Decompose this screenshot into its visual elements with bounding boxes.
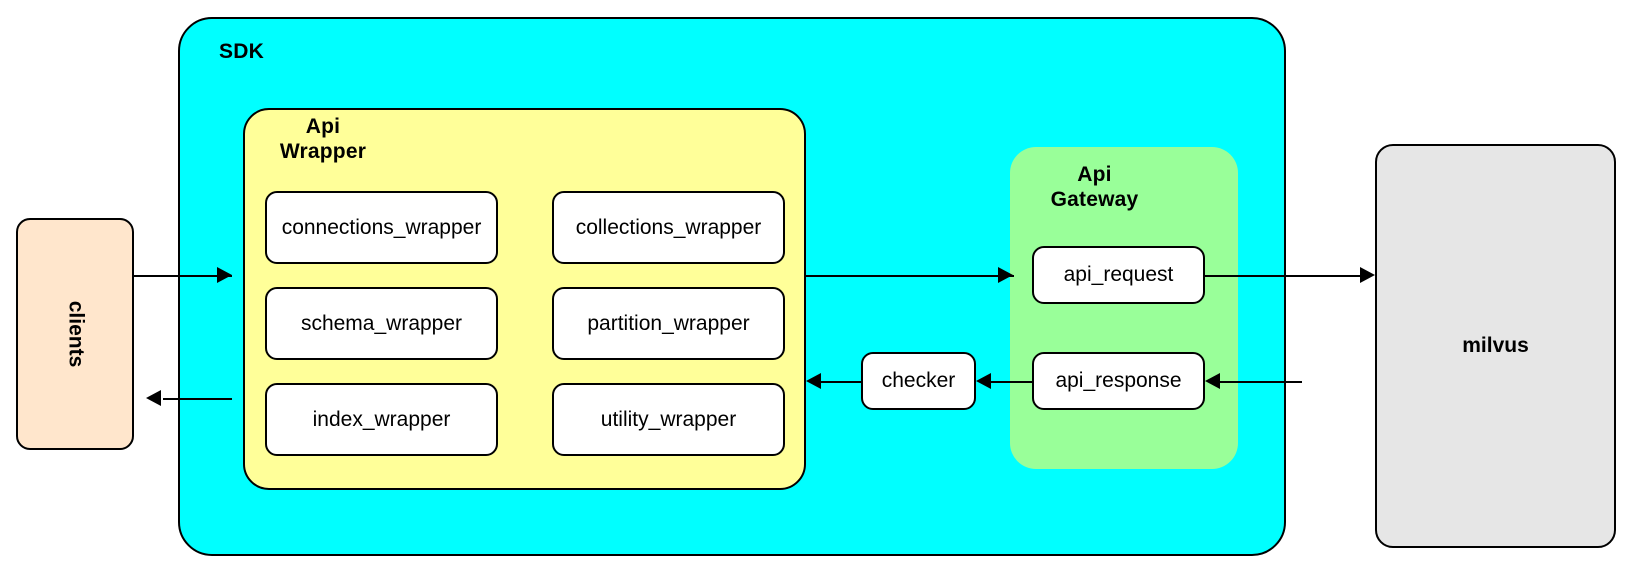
module-collections-wrapper[interactable]: collections_wrapper	[552, 191, 785, 264]
module-connections-wrapper[interactable]: connections_wrapper	[265, 191, 498, 264]
arrow-clients-to-sdk-head	[217, 267, 232, 283]
clients-label: clients	[64, 300, 87, 368]
module-label: index_wrapper	[312, 407, 451, 431]
module-index-wrapper[interactable]: index_wrapper	[265, 383, 498, 456]
arrow-request-to-milvus-head	[1360, 267, 1375, 283]
module-label: connections_wrapper	[281, 215, 482, 239]
milvus-label: milvus	[1462, 334, 1529, 357]
api-gateway-container	[1010, 147, 1238, 469]
api-gateway-label: Api Gateway	[1050, 163, 1139, 211]
arrow-wrapper-to-request-head	[998, 267, 1013, 283]
module-partition-wrapper[interactable]: partition_wrapper	[552, 287, 785, 360]
arrow-request-to-milvus-line	[1205, 275, 1371, 277]
arrow-sdk-to-clients-head	[146, 390, 161, 406]
node-label: checker	[881, 369, 956, 392]
node-checker[interactable]: checker	[861, 352, 976, 410]
module-label: partition_wrapper	[587, 311, 750, 335]
api-wrapper-label: Api Wrapper	[279, 115, 367, 163]
arrow-sdk-to-clients-line	[163, 398, 232, 400]
arrow-clients-to-sdk-line	[134, 275, 232, 277]
arrow-milvus-to-response-head	[1205, 373, 1220, 389]
arrow-milvus-to-response-line	[1218, 381, 1302, 383]
node-api-request[interactable]: api_request	[1032, 246, 1205, 304]
arrow-checker-to-wrapper-line	[819, 381, 861, 383]
module-schema-wrapper[interactable]: schema_wrapper	[265, 287, 498, 360]
clients-node[interactable]: clients	[16, 218, 134, 450]
arrow-response-to-checker-head	[976, 373, 991, 389]
module-utility-wrapper[interactable]: utility_wrapper	[552, 383, 785, 456]
node-label: api_response	[1055, 369, 1182, 392]
arrow-wrapper-to-request-line	[806, 275, 1014, 277]
milvus-node[interactable]: milvus	[1375, 144, 1616, 548]
arrow-response-to-checker-line	[989, 381, 1032, 383]
sdk-label: SDK	[219, 40, 264, 63]
module-label: utility_wrapper	[600, 407, 737, 431]
module-label: collections_wrapper	[575, 215, 762, 239]
node-api-response[interactable]: api_response	[1032, 352, 1205, 410]
arrow-checker-to-wrapper-head	[806, 373, 821, 389]
module-label: schema_wrapper	[300, 311, 463, 335]
node-label: api_request	[1063, 263, 1174, 286]
